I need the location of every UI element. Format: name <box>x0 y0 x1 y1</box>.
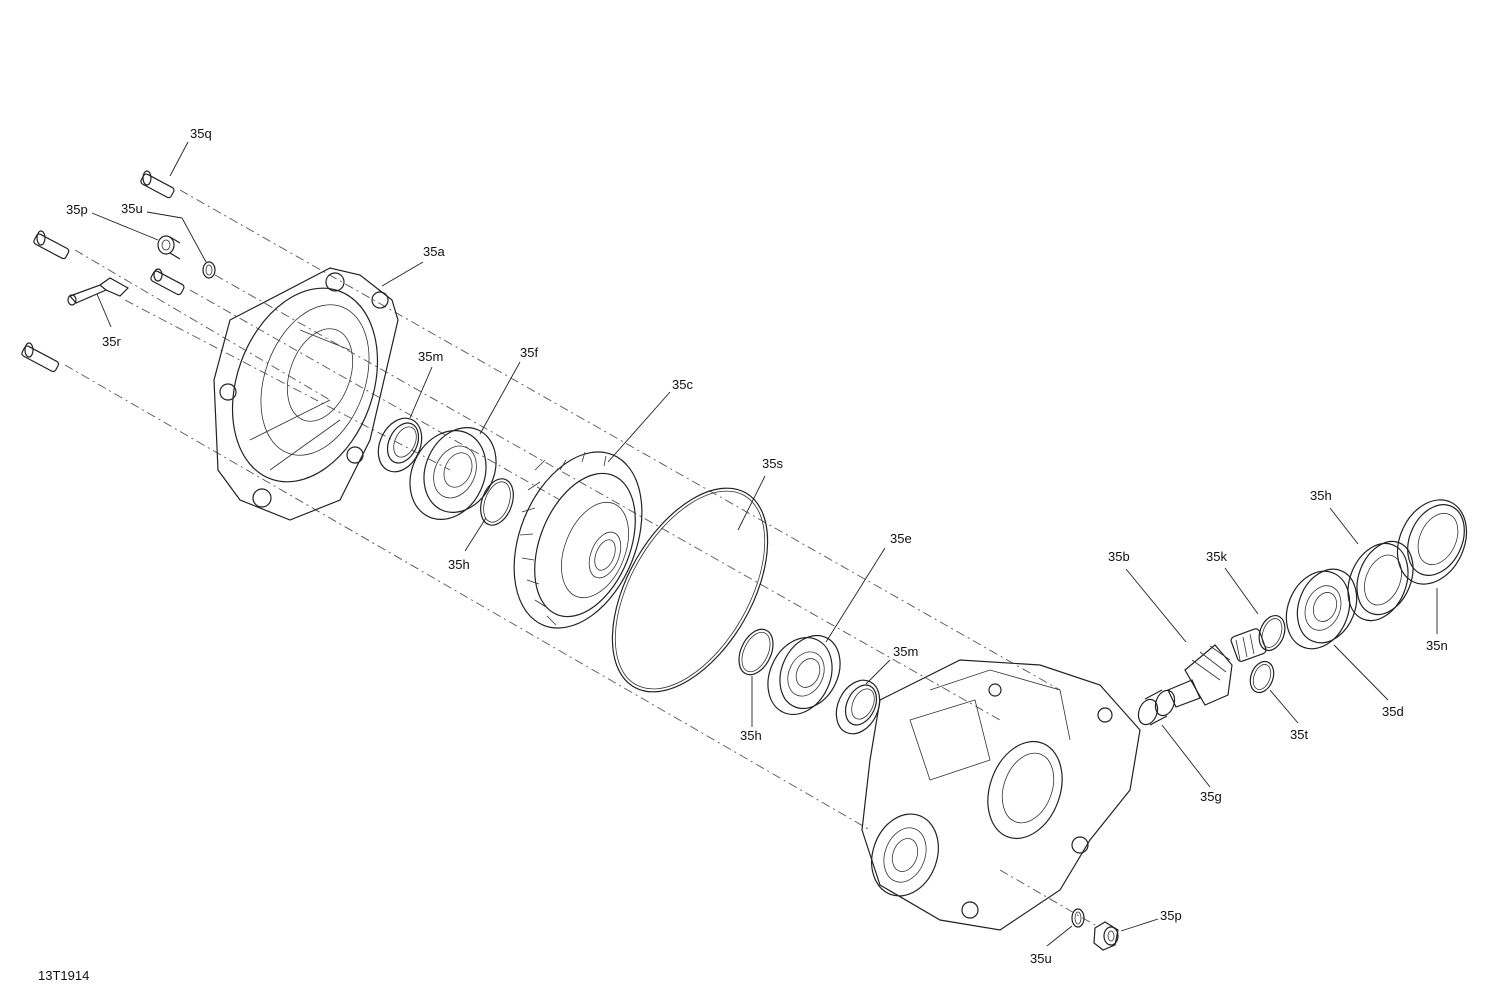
spacer-35h-right <box>1347 540 1414 622</box>
label-35u-bottom: 35u <box>1030 951 1052 966</box>
label-35r: 35r <box>102 334 121 349</box>
label-35k: 35k <box>1206 549 1227 564</box>
cover-housing-35a <box>213 267 399 521</box>
label-35m-right: 35m <box>893 644 919 659</box>
label-35h-right: 35h <box>1310 488 1332 503</box>
vent-fitting-35r <box>67 277 129 306</box>
bolt-left-top <box>33 230 70 260</box>
bushing-35p-top <box>157 235 181 260</box>
needle-bearing-35g <box>1137 689 1176 726</box>
label-35p-bottom: 35p <box>1160 908 1182 923</box>
label-35q: 35q <box>190 126 212 141</box>
label-35h-left: 35h <box>448 557 470 572</box>
bolt-left-bottom <box>21 342 60 373</box>
washer-35u-bottom <box>1071 908 1085 928</box>
label-35f: 35f <box>520 345 539 360</box>
label-35h-center: 35h <box>740 728 762 743</box>
label-35b: 35b <box>1108 549 1130 564</box>
ring-35h-center <box>738 628 774 676</box>
seal-35n <box>1396 499 1468 585</box>
ring-35h-left <box>480 478 514 526</box>
label-35e: 35e <box>890 531 912 546</box>
leader-lines <box>91 141 1438 947</box>
bushing-35p-bottom <box>1093 921 1119 951</box>
label-35c: 35c <box>672 377 693 392</box>
ring-gear-35c <box>513 451 643 629</box>
label-35p-top: 35p <box>66 202 88 217</box>
bearing-35d <box>1285 568 1358 650</box>
label-35m-left: 35m <box>418 349 444 364</box>
alignment-lines <box>64 189 1096 926</box>
bearing-35f <box>409 427 497 520</box>
label-35s: 35s <box>762 456 783 471</box>
seal-35m-left <box>377 417 423 473</box>
dowel-pin <box>150 268 185 296</box>
label-35u-top: 35u <box>121 201 143 216</box>
pinion-gear-35b <box>1167 628 1267 708</box>
label-35a: 35a <box>423 244 445 259</box>
label-35d: 35d <box>1382 704 1404 719</box>
bearing-35e <box>767 634 841 716</box>
snap-ring-35t <box>1249 660 1275 694</box>
bolt-35q <box>140 170 175 199</box>
label-35t: 35t <box>1290 727 1309 742</box>
label-35g: 35g <box>1200 789 1222 804</box>
gearbox-housing <box>861 659 1141 931</box>
seal-35m-right <box>835 679 881 735</box>
figure-code: 13T1914 <box>38 968 90 983</box>
ring-35k <box>1258 614 1286 652</box>
label-35n: 35n <box>1426 638 1448 653</box>
washer-35u-top <box>202 261 216 279</box>
o-ring-35s <box>611 487 769 693</box>
